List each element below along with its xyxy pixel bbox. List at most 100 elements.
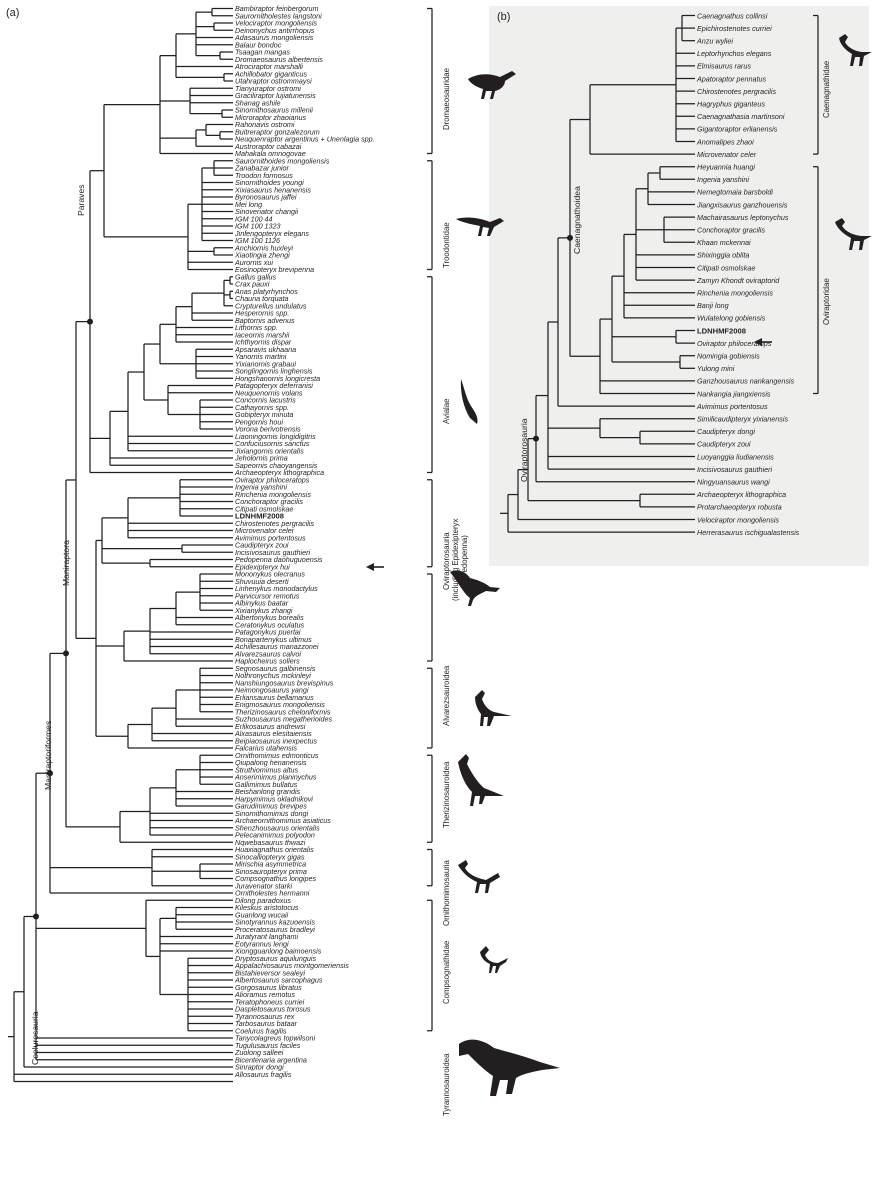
taxon-label: Cathayornis spp. <box>235 403 289 412</box>
oviraptorosaur-silhouette-icon <box>450 570 500 606</box>
taxon-label: Utahraptor ostrommaysi <box>235 77 312 86</box>
taxon-label: Jiangxisaurus ganzhouensis <box>696 200 788 209</box>
taxon-label: Anzu wyliei <box>696 37 733 46</box>
group-oviraptorosauria-note-1: (including Epidexipteryx <box>451 519 460 601</box>
taxon-label: Archaeornithomimus asiaticus <box>234 816 331 825</box>
group-caenagnathidae: Caenagnathidae <box>822 61 831 118</box>
oviraptorid-silhouette-icon <box>835 218 872 250</box>
taxon-label: Buitreraptor gonzalezorum <box>235 127 320 136</box>
panel-b-label: (b) <box>497 11 510 23</box>
group-oviraptoridae: Oviraptoridae <box>822 278 831 325</box>
taxon-label: Wulatelong gobiensis <box>697 314 766 323</box>
taxon-label: Anchiornis huxleyi <box>234 243 293 252</box>
taxon-label: Daspletosaurus torosus <box>235 1005 311 1014</box>
taxon-label: Microraptor zhaoianus <box>235 113 307 122</box>
taxon-label: Citipati osmolskae <box>697 263 755 272</box>
taxon-label: Achillesaurus manazzonei <box>234 642 319 651</box>
taxon-label: Velociraptor mongoliensis <box>235 19 317 28</box>
taxon-label: Gobipteryx minuta <box>235 410 293 419</box>
node-marker <box>47 770 53 777</box>
clade-maniraptoriformes: Maniraptoriformes <box>43 721 53 790</box>
taxon-label: IGM 100 44 <box>235 214 273 223</box>
taxon-label: Gallimimus bullatus <box>235 780 298 789</box>
taxon-label: Huaxiagnathus orientalis <box>235 845 314 854</box>
taxon-label: Yulong mini <box>697 364 735 373</box>
panel-a-label: (a) <box>6 7 19 19</box>
taxon-label: Caudipteryx zoui <box>697 440 751 449</box>
taxon-label: Chauna torquata <box>235 294 289 303</box>
group-alvarezsauroidea: Alvarezsauroidea <box>442 665 451 726</box>
taxon-label: Caenagnathus collinsi <box>697 11 768 20</box>
taxon-label: Leptorhynchos elegans <box>697 49 772 58</box>
taxon-label: Tanycolagreus topwilsoni <box>235 1034 315 1043</box>
taxon-label: Hagryphus giganteus <box>697 100 765 109</box>
taxon-label: Sinornithoides youngi <box>235 178 304 187</box>
tyrannosaur-silhouette-icon <box>459 1039 560 1096</box>
taxon-label: Ganzhousaurus nankangensis <box>697 377 795 386</box>
clade-coelurosauria: Coelurosauria <box>30 1011 40 1065</box>
taxon-label: Alvarezsaurus calvoi <box>234 649 301 658</box>
taxon-label: Saurornitholestes langstoni <box>235 11 322 20</box>
panel-b-branches <box>500 14 819 533</box>
group-tyrannosauroidea: Tyrannosauroidea <box>442 1053 451 1116</box>
taxon-label: Anserimimus planinychus <box>234 773 317 782</box>
taxon-label: Eotyrannus lengi <box>235 939 289 948</box>
taxon-label: Banji long <box>697 301 729 310</box>
taxon-label: Caudipteryx zoui <box>235 541 289 550</box>
taxon-label: Sinornithomimus dongi <box>235 809 309 818</box>
taxon-label: Patagonykus puertai <box>235 628 301 637</box>
taxon-label: Sinornithosaurus millenii <box>235 106 313 115</box>
group-oviraptorosauria: Oviraptorosauria <box>442 532 451 590</box>
taxon-label: Tsaagan mangas <box>235 48 290 57</box>
taxon-label: Anomalipes zhaoi <box>696 137 754 146</box>
taxon-label: Ningyuansaurus wangi <box>697 478 770 487</box>
taxon-label: Lithornis spp. <box>235 323 278 332</box>
taxon-label: Beishanlong grandis <box>235 787 301 796</box>
taxon-label: Aurornis xui <box>234 258 273 267</box>
taxon-label: Conchoraptor gracilis <box>697 226 765 235</box>
taxon-label: Albertosaurus sarcophagus <box>234 976 323 985</box>
taxon-label: Qiupalong henanensis <box>235 758 307 767</box>
panel-a-branches <box>8 7 433 1083</box>
taxon-label: Herrerasaurus ischigualastensis <box>697 528 800 537</box>
taxon-label: Luoyanggia liudianensis <box>697 452 774 461</box>
taxon-label: Nankangia jiangxiensis <box>697 389 771 398</box>
node-marker <box>33 913 39 920</box>
taxon-label: Neimongosaurus yangi <box>235 686 309 695</box>
taxon-label: Liaoningornis longidigitris <box>235 432 316 441</box>
taxon-label: Dromaeosaurus albertensis <box>235 55 323 64</box>
taxon-label: LDNHMF2008 <box>235 512 284 521</box>
taxon-label: Achillobator giganticus <box>234 69 307 78</box>
taxon-label: Gorgosaurus libratus <box>235 983 302 992</box>
taxon-label: Sinovenator changii <box>235 207 299 216</box>
taxon-label: Hesperornis spp. <box>235 309 289 318</box>
taxon-label: Yixianornis grabaui <box>235 359 296 368</box>
taxon-label: Nemegtomaia barsboldi <box>697 188 773 197</box>
taxon-label: Sinocalliopteryx gigas <box>235 852 305 861</box>
therizinosaur-silhouette-icon <box>458 754 504 806</box>
taxon-label: Appalachiosaurus montgomeriensis <box>234 961 349 970</box>
taxon-label: Confuciusornis sanctus <box>235 439 310 448</box>
taxon-label: IGM 100 1126 <box>235 236 280 245</box>
taxon-label: Harpymimus okladnikovi <box>235 794 313 803</box>
taxon-label: Mononykus olecranus <box>235 570 305 579</box>
taxon-label: Avimimus portentosus <box>696 402 768 411</box>
taxon-label: Austroraptor cabazai <box>234 142 302 151</box>
taxon-label: Xixianykus zhangi <box>234 606 293 615</box>
taxon-label: Bistahieversor sealeyi <box>235 968 305 977</box>
taxon-label: Sinotyrannus kazuoensis <box>235 918 315 927</box>
taxon-label: Crax pauxi <box>235 280 270 289</box>
group-ornithomimosauria: Ornithomimosauria <box>442 859 451 926</box>
taxon-label: Suzhousaurus megatherioides <box>235 715 332 724</box>
taxon-label: Nqwebasaurus thwazi <box>235 838 306 847</box>
taxon-label: Patagopteryx deferrariisi <box>235 381 313 390</box>
taxon-label: Dilong paradoxus <box>235 896 291 905</box>
taxon-label: Therizinosaurus cheloniformis <box>235 707 331 716</box>
clade-oviraptorosauria: Oviraptorosauria <box>519 418 529 482</box>
taxon-label: Machairasaurus leptonychus <box>697 213 789 222</box>
taxon-label: Sapeornis chaoyangensis <box>235 461 318 470</box>
taxon-label: Tyrannosaurus rex <box>235 1012 295 1021</box>
taxon-label: Heyuannia huangi <box>697 163 755 172</box>
